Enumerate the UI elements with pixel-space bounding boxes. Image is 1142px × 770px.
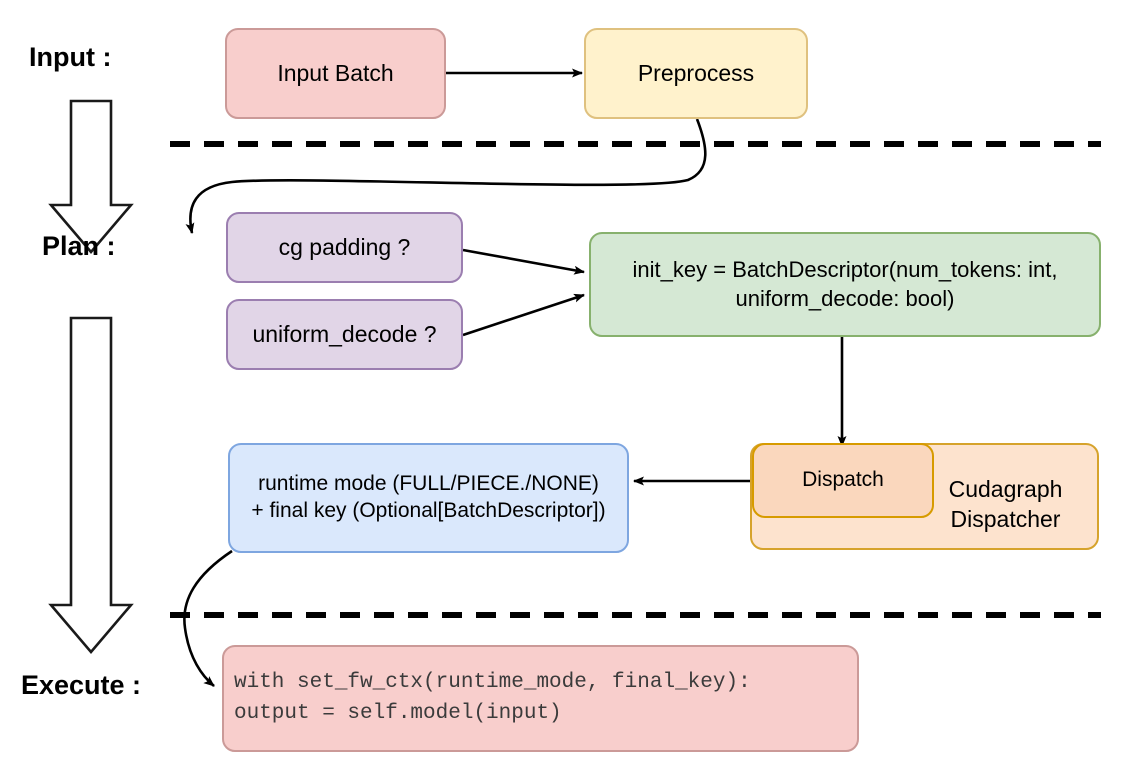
node-input-batch[interactable]: Input Batch	[225, 28, 446, 119]
edge-cg-padding-to-init-key	[462, 248, 585, 275]
node-cudagraph-dispatcher-label: Cudagraph Dispatcher	[948, 476, 1063, 532]
node-init-key[interactable]: init_key = BatchDescriptor(num_tokens: i…	[589, 232, 1101, 337]
node-cg-padding[interactable]: cg padding ?	[226, 212, 463, 283]
node-uniform-decode-label: uniform_decode ?	[252, 320, 437, 347]
edge-uniform-decode-to-init-key	[462, 293, 585, 337]
node-runtime-mode-label: runtime mode (FULL/PIECE./NONE) + final …	[251, 472, 606, 522]
stage-label-plan: Plan :	[42, 231, 116, 261]
node-dispatch[interactable]: Dispatch	[752, 443, 934, 518]
node-preprocess[interactable]: Preprocess	[584, 28, 808, 119]
node-input-batch-label: Input Batch	[277, 59, 394, 86]
node-cg-padding-label: cg padding ?	[278, 233, 411, 260]
edge-preprocess-to-cg-padding	[185, 118, 707, 234]
node-uniform-decode[interactable]: uniform_decode ?	[226, 299, 463, 370]
node-runtime-mode[interactable]: runtime mode (FULL/PIECE./NONE) + final …	[228, 443, 629, 553]
edge-runtime-mode-to-execute	[183, 549, 233, 687]
node-init-key-label: init_key = BatchDescriptor(num_tokens: i…	[632, 257, 1058, 311]
node-execute-code[interactable]: with set_fw_ctx(runtime_mode, final_key)…	[222, 645, 859, 752]
stage-arrow-plan-to-execute	[48, 316, 134, 655]
node-execute-code-label: with set_fw_ctx(runtime_mode, final_key)…	[234, 671, 751, 725]
node-preprocess-label: Preprocess	[637, 59, 755, 86]
stage-arrow-input-to-plan	[48, 99, 134, 255]
stage-label-input: Input :	[29, 42, 112, 72]
node-dispatch-label: Dispatch	[802, 468, 884, 492]
stage-label-execute: Execute :	[21, 670, 142, 700]
